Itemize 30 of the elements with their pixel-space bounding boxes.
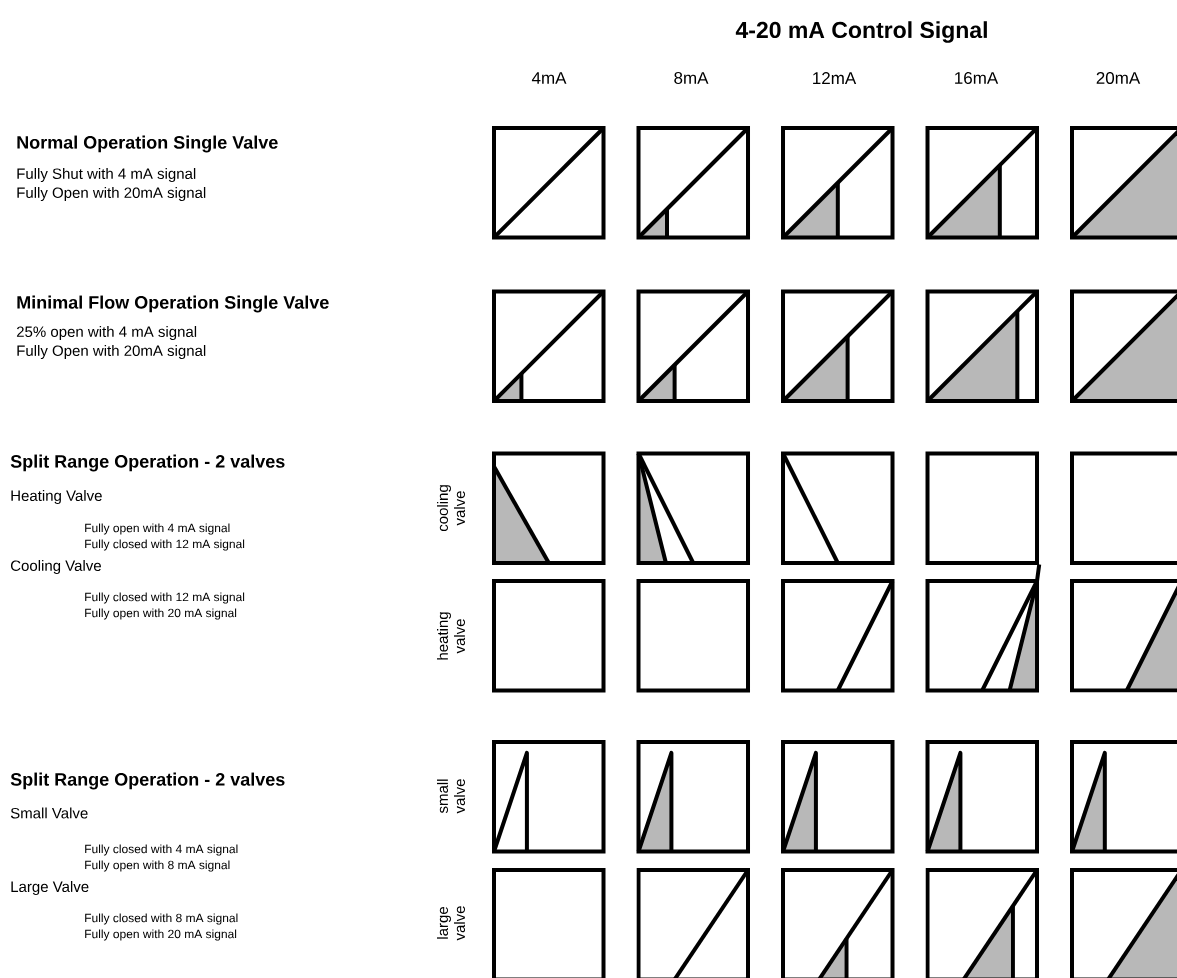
description-text: Heating Valve xyxy=(11,490,102,504)
note-text: Fully closed with 8 mA signal xyxy=(85,913,238,925)
description-text: Cooling Valve xyxy=(10,560,101,574)
title: 4-20 mA Control Signal xyxy=(735,21,987,43)
note-text: Fully open with 20 mA signal xyxy=(85,929,237,941)
note-text: Fully closed with 12 mA signal xyxy=(85,592,245,604)
row-label: small valve xyxy=(437,779,465,814)
row-label: large valve xyxy=(437,906,465,941)
note-text: Fully closed with 12 mA signal xyxy=(85,539,245,551)
description-text: Fully Open with 20mA signal xyxy=(17,345,206,359)
description-text: Small Valve xyxy=(10,807,88,819)
description-text: Fully Shut with 4 mA signal xyxy=(17,168,196,182)
column-header: 12mA xyxy=(813,72,857,84)
description-text: 25% open with 4 mA signal xyxy=(16,326,197,340)
section-heading: Split Range Operation - 2 valves xyxy=(10,454,285,472)
description-text: Large Valve xyxy=(11,881,89,895)
column-header: 16mA xyxy=(955,71,999,84)
row-label: heating valve xyxy=(437,612,465,660)
column-header: 8mA xyxy=(674,71,709,84)
section-heading: Normal Operation Single Valve xyxy=(17,135,278,153)
note-text: Fully open with 20 mA signal xyxy=(85,608,237,620)
note-text: Fully open with 4 mA signal xyxy=(85,523,230,535)
note-text: Fully closed with 4 mA signal xyxy=(85,844,238,856)
section-heading: Split Range Operation - 2 valves xyxy=(10,772,285,790)
description-text: Fully Open with 20mA signal xyxy=(17,187,206,201)
note-text: Fully open with 8 mA signal xyxy=(85,860,230,872)
column-header: 20mA xyxy=(1096,71,1141,84)
column-header: 4mA xyxy=(531,72,567,84)
row-label: cooling valve xyxy=(437,485,465,532)
section-heading: Minimal Flow Operation Single Valve xyxy=(17,295,329,313)
